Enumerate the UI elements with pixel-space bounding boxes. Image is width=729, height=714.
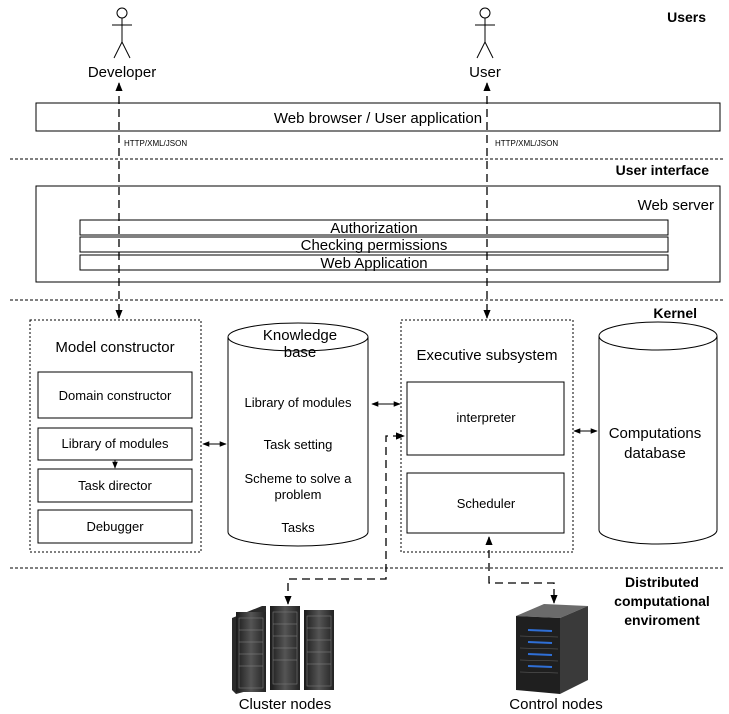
web-browser-box — [35, 102, 721, 132]
web-application-bar — [79, 254, 669, 271]
layer-label-user-interface: User interface — [616, 162, 710, 178]
layer-label-distributed-3: enviroment — [624, 612, 700, 628]
control-connector — [485, 536, 558, 604]
task-director-label: Task director — [78, 478, 152, 493]
web-browser-label: Web browser / User application — [274, 110, 482, 127]
web-server-title: Web server — [638, 197, 714, 214]
domain-constructor-box — [37, 371, 193, 419]
protocol-label-left: HTTP/XML/JSON — [124, 139, 187, 148]
scheduler-box — [406, 472, 565, 534]
developer-label: Developer — [88, 64, 156, 81]
computations-database-cylinder — [598, 321, 718, 545]
computations-database-label-2: database — [624, 445, 686, 462]
control-nodes-label: Control nodes — [509, 696, 602, 713]
checking-permissions-bar — [79, 236, 669, 253]
debugger-box — [37, 509, 193, 544]
knowledge-base-title-1: Knowledge — [263, 327, 337, 344]
kb-scheme-label-1: Scheme to solve a — [245, 471, 353, 486]
protocol-label-right: HTTP/XML/JSON — [495, 139, 558, 148]
kb-library-label: Library of modules — [245, 395, 352, 410]
control-server-icon — [516, 604, 588, 694]
debugger-label: Debugger — [86, 519, 144, 534]
knowledge-base-title-2: base — [284, 344, 317, 361]
kb-tasks-label: Tasks — [281, 520, 315, 535]
layer-label-kernel: Kernel — [653, 305, 697, 321]
mc-library-box — [37, 427, 193, 461]
web-application-label: Web Application — [320, 255, 427, 272]
user-actor-icon — [475, 7, 495, 59]
kb-task-setting-label: Task setting — [264, 437, 333, 452]
model-constructor-box — [29, 319, 202, 553]
model-constructor-title: Model constructor — [55, 339, 174, 356]
task-director-box — [37, 468, 193, 503]
kb-scheme-label-2: problem — [275, 487, 322, 502]
executive-subsystem-title: Executive subsystem — [417, 347, 558, 364]
computations-database-label-1: Computations — [609, 425, 702, 442]
interpreter-box — [406, 381, 565, 456]
layer-label-distributed-1: Distributed — [625, 574, 699, 590]
scheduler-label: Scheduler — [457, 496, 516, 511]
authorization-bar — [79, 219, 669, 236]
cluster-server-racks-icon — [232, 606, 334, 694]
cluster-connector — [284, 432, 405, 605]
domain-constructor-label: Domain constructor — [59, 388, 172, 403]
authorization-label: Authorization — [330, 220, 418, 237]
layer-label-users: Users — [667, 9, 706, 25]
checking-permissions-label: Checking permissions — [301, 237, 448, 254]
layer-label-distributed-2: computational — [614, 593, 710, 609]
mc-library-label: Library of modules — [62, 436, 169, 451]
user-label: User — [469, 64, 501, 81]
cluster-nodes-label: Cluster nodes — [239, 696, 332, 713]
interpreter-label: interpreter — [456, 410, 516, 425]
developer-actor-icon — [112, 7, 132, 59]
